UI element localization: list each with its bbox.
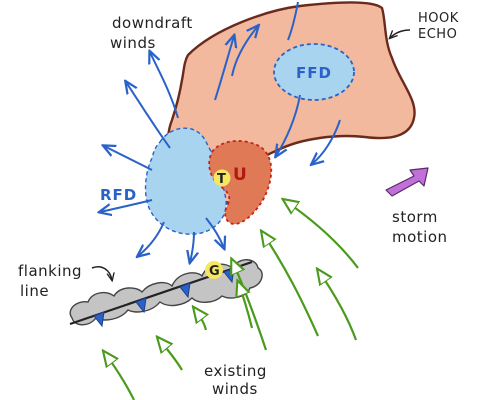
flanking-line-pointer [91, 266, 112, 280]
flanking-line-label-line1: flanking [18, 262, 82, 280]
cold-front-barbs [93, 267, 235, 328]
downdraft-winds-label-line1: downdraft [112, 14, 193, 32]
downdraft-arrow [150, 52, 179, 119]
ffd-region [273, 43, 355, 101]
downdraft-arrow [214, 36, 234, 101]
updraft-region [208, 140, 273, 225]
inflow-arrow [158, 338, 183, 371]
downdraft-arrow [126, 82, 171, 149]
front-barb [135, 297, 147, 314]
existing-winds-label-line1: existing [204, 362, 267, 380]
inflow-arrow [104, 352, 135, 400]
hook-echo-label-line2: ECHO [418, 27, 457, 42]
tornado-marker-label: T [217, 172, 226, 187]
existing-winds-label-line2: winds [212, 380, 258, 398]
front-barb [93, 311, 105, 328]
hook-echo-pointer [390, 29, 411, 38]
downdraft-arrow [231, 26, 258, 77]
ffd-label: FFD [296, 64, 332, 82]
downdraft-arrow [100, 199, 153, 212]
inflow-arrow [238, 282, 254, 329]
downdraft-arrow [205, 217, 224, 248]
updraft-marker-label: U [233, 165, 247, 185]
tornado-marker-highlight [213, 169, 231, 187]
inflow-arrow [318, 270, 358, 341]
gust-marker-label: G [209, 264, 220, 279]
inflow-arrow [284, 200, 359, 269]
rfd-region [144, 127, 227, 235]
gust-marker-highlight [205, 261, 223, 279]
downdraft-wind-arrows [100, 1, 341, 262]
downdraft-arrow [138, 221, 165, 256]
inflow-arrow [194, 308, 206, 331]
downdraft-arrow [312, 119, 341, 164]
rfd-label: RFD [100, 186, 137, 204]
front-barb [179, 282, 191, 299]
inflow-arrow [262, 232, 320, 337]
downdraft-arrow [276, 94, 301, 156]
downdraft-arrow [287, 1, 299, 41]
inflow-wind-arrows [104, 200, 359, 400]
downdraft-arrow [104, 146, 153, 171]
storm-motion-label-line1: storm [392, 208, 438, 226]
downdraft-arrow [190, 231, 194, 262]
downdraft-winds-label-line2: winds [110, 34, 156, 52]
flanking-line-label-line2: line [20, 282, 49, 300]
inflow-arrow [232, 260, 268, 351]
storm-motion-arrow [385, 167, 429, 197]
hook-echo-label-line1: HOOK [418, 11, 459, 26]
storm-motion-label-line2: motion [392, 228, 448, 246]
